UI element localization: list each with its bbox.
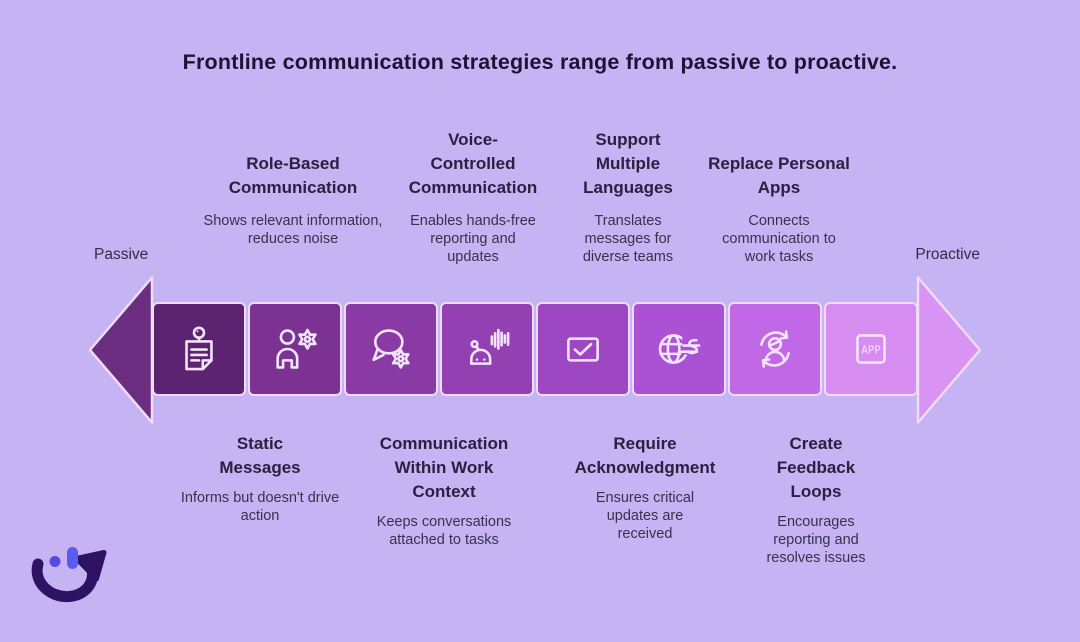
strategy-box-replace-apps: APP [824,302,918,396]
strategy-arrow-body: APP [152,302,918,396]
strategy-heading: Communication Within Work Context [379,434,509,501]
strategy-description: Encourages reporting and resolves issues [766,514,866,566]
strategy-description: Translates messages for diverse teams [582,213,674,265]
proactive-label: Proactive [915,246,980,263]
passive-label: Passive [94,246,149,263]
smile-arrow-logo [31,547,107,603]
top-label-role-based: Role-Based Communication Shows relevant … [198,120,388,248]
strategy-box-work-context [344,302,438,396]
right-arrowhead [916,276,982,424]
strategy-description: Informs but doesn't drive action [180,490,340,524]
voice-assistant-icon [469,328,510,365]
strategy-description: Enables hands-free reporting and updates [410,213,536,265]
checkbox-icon [567,337,599,362]
chat-gear-icon [372,329,410,369]
top-label-replace-apps: Replace Personal Apps Connects communica… [704,120,854,266]
svg-text:APP: APP [861,343,881,356]
strategy-description: Ensures critical updates are received [595,490,695,542]
strategy-heading: Support Multiple Languages [583,130,673,197]
top-label-voice-controlled: Voice-Controlled Communication Enables h… [393,120,553,266]
page-title: Frontline communication strategies range… [182,50,898,74]
bottom-label-require-acknowledgment: Require Acknowledgment Ensures critical … [550,432,740,543]
strategy-heading: Static Messages [219,434,301,477]
strategy-box-multiple-languages [632,302,726,396]
app-badge-icon: APP [856,334,886,364]
strategy-description: Connects communication to work tasks [722,213,836,265]
pinned-note-icon [185,326,213,371]
strategy-heading: Voice-Controlled Communication [408,130,538,197]
strategy-box-feedback-loops [728,302,822,396]
person-gear-icon [276,328,317,369]
strategy-heading: Create Feedback Loops [776,434,856,501]
strategy-box-role-based [248,302,342,396]
strategy-box-static-messages [152,302,246,396]
bottom-label-feedback-loops: Create Feedback Loops Encourages reporti… [746,432,886,567]
strategy-heading: Role-Based Communication [228,154,358,197]
top-label-support-languages: Support Multiple Languages Translates me… [563,120,693,266]
person-sync-icon [760,330,790,368]
bottom-label-work-context: Communication Within Work Context Keeps … [359,432,529,549]
strategy-description: Shows relevant information, reduces nois… [203,213,383,247]
globe-translate-icon [658,334,701,364]
strategy-box-require-acknowledgment [536,302,630,396]
strategy-heading: Require Acknowledgment [574,434,716,477]
left-arrowhead [88,276,154,424]
bottom-label-static-messages: Static Messages Informs but doesn't driv… [170,432,350,525]
strategy-box-voice-controlled [440,302,534,396]
strategy-heading: Replace Personal Apps [708,154,850,197]
strategy-description: Keeps conversations attached to tasks [376,514,512,548]
